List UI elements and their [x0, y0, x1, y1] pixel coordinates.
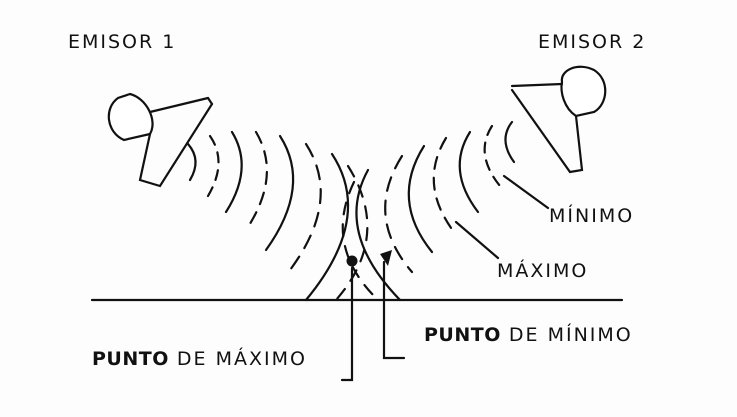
- max-point-label-bold: PUNTO: [92, 348, 169, 370]
- max-point-marker: [346, 255, 358, 267]
- min-point-label: PUNTO DE MÍNIMO: [424, 326, 633, 345]
- max-point-label-rest: DE MÁXIMO: [168, 348, 307, 370]
- maximum-label: MÁXIMO: [497, 260, 589, 282]
- max-point-bracket: [340, 266, 354, 382]
- emitter-1-label: EMISOR 1: [68, 31, 177, 53]
- emitter-1-waves: [186, 130, 369, 302]
- emitter-1-speaker-icon: [107, 92, 214, 188]
- min-point-marker: [380, 250, 392, 266]
- min-point-label-rest: DE MÍNIMO: [500, 324, 633, 346]
- emitter-2-speaker-icon: [510, 65, 607, 174]
- min-point-label-bold: PUNTO: [424, 324, 501, 346]
- minimum-label: MÍNIMO: [549, 205, 635, 227]
- maximum-leader-line: [454, 220, 500, 260]
- minimum-leader-line: [502, 174, 550, 210]
- emitter-2-waves: [341, 120, 516, 302]
- max-point-label: PUNTO DE MÁXIMO: [92, 350, 307, 369]
- min-point-bracket: [382, 260, 406, 360]
- emitter-2-label: EMISOR 2: [538, 31, 647, 53]
